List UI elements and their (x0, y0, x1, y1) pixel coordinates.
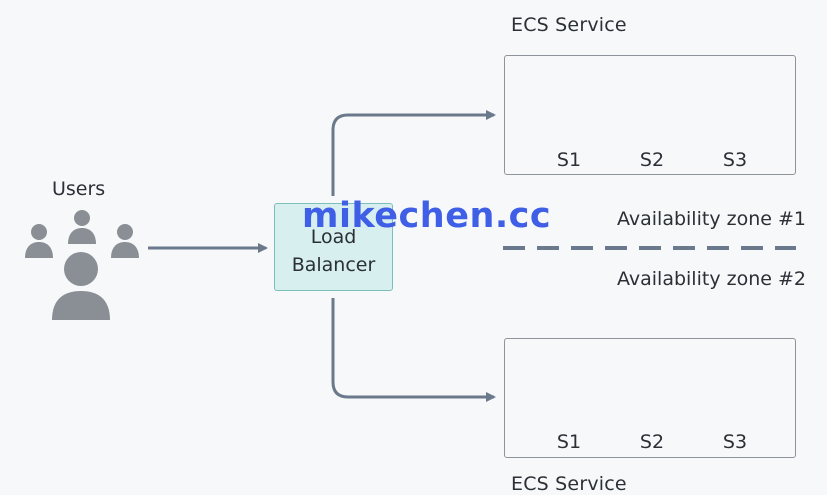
load-balancer-box: Load Balancer (274, 203, 393, 291)
top-service-title: ECS Service (511, 14, 627, 36)
top-ecs-service-box (504, 55, 796, 175)
lb-to-top-service-arrow (331, 110, 496, 196)
bottom-service-item-label: S1 (556, 431, 582, 453)
users-label: Users (52, 178, 106, 200)
bottom-ecs-service-box (504, 338, 796, 458)
load-balancer-label-line1: Load (310, 226, 357, 248)
bottom-service-title: ECS Service (511, 473, 627, 495)
top-service-item-label: S3 (722, 149, 748, 171)
lb-to-bottom-service-arrow (331, 298, 496, 402)
availability-zone-1-label: Availability zone #1 (617, 208, 806, 230)
top-service-item-label: S1 (556, 149, 582, 171)
top-service-item-label: S2 (639, 149, 665, 171)
watermark-text: mikechen.cc (302, 196, 552, 236)
bottom-service-item-label: S2 (639, 431, 665, 453)
bottom-service-item-label: S3 (722, 431, 748, 453)
users-group-icon (25, 210, 139, 320)
load-balancer-label-line2: Balancer (291, 254, 376, 276)
availability-zone-2-label: Availability zone #2 (617, 268, 806, 290)
